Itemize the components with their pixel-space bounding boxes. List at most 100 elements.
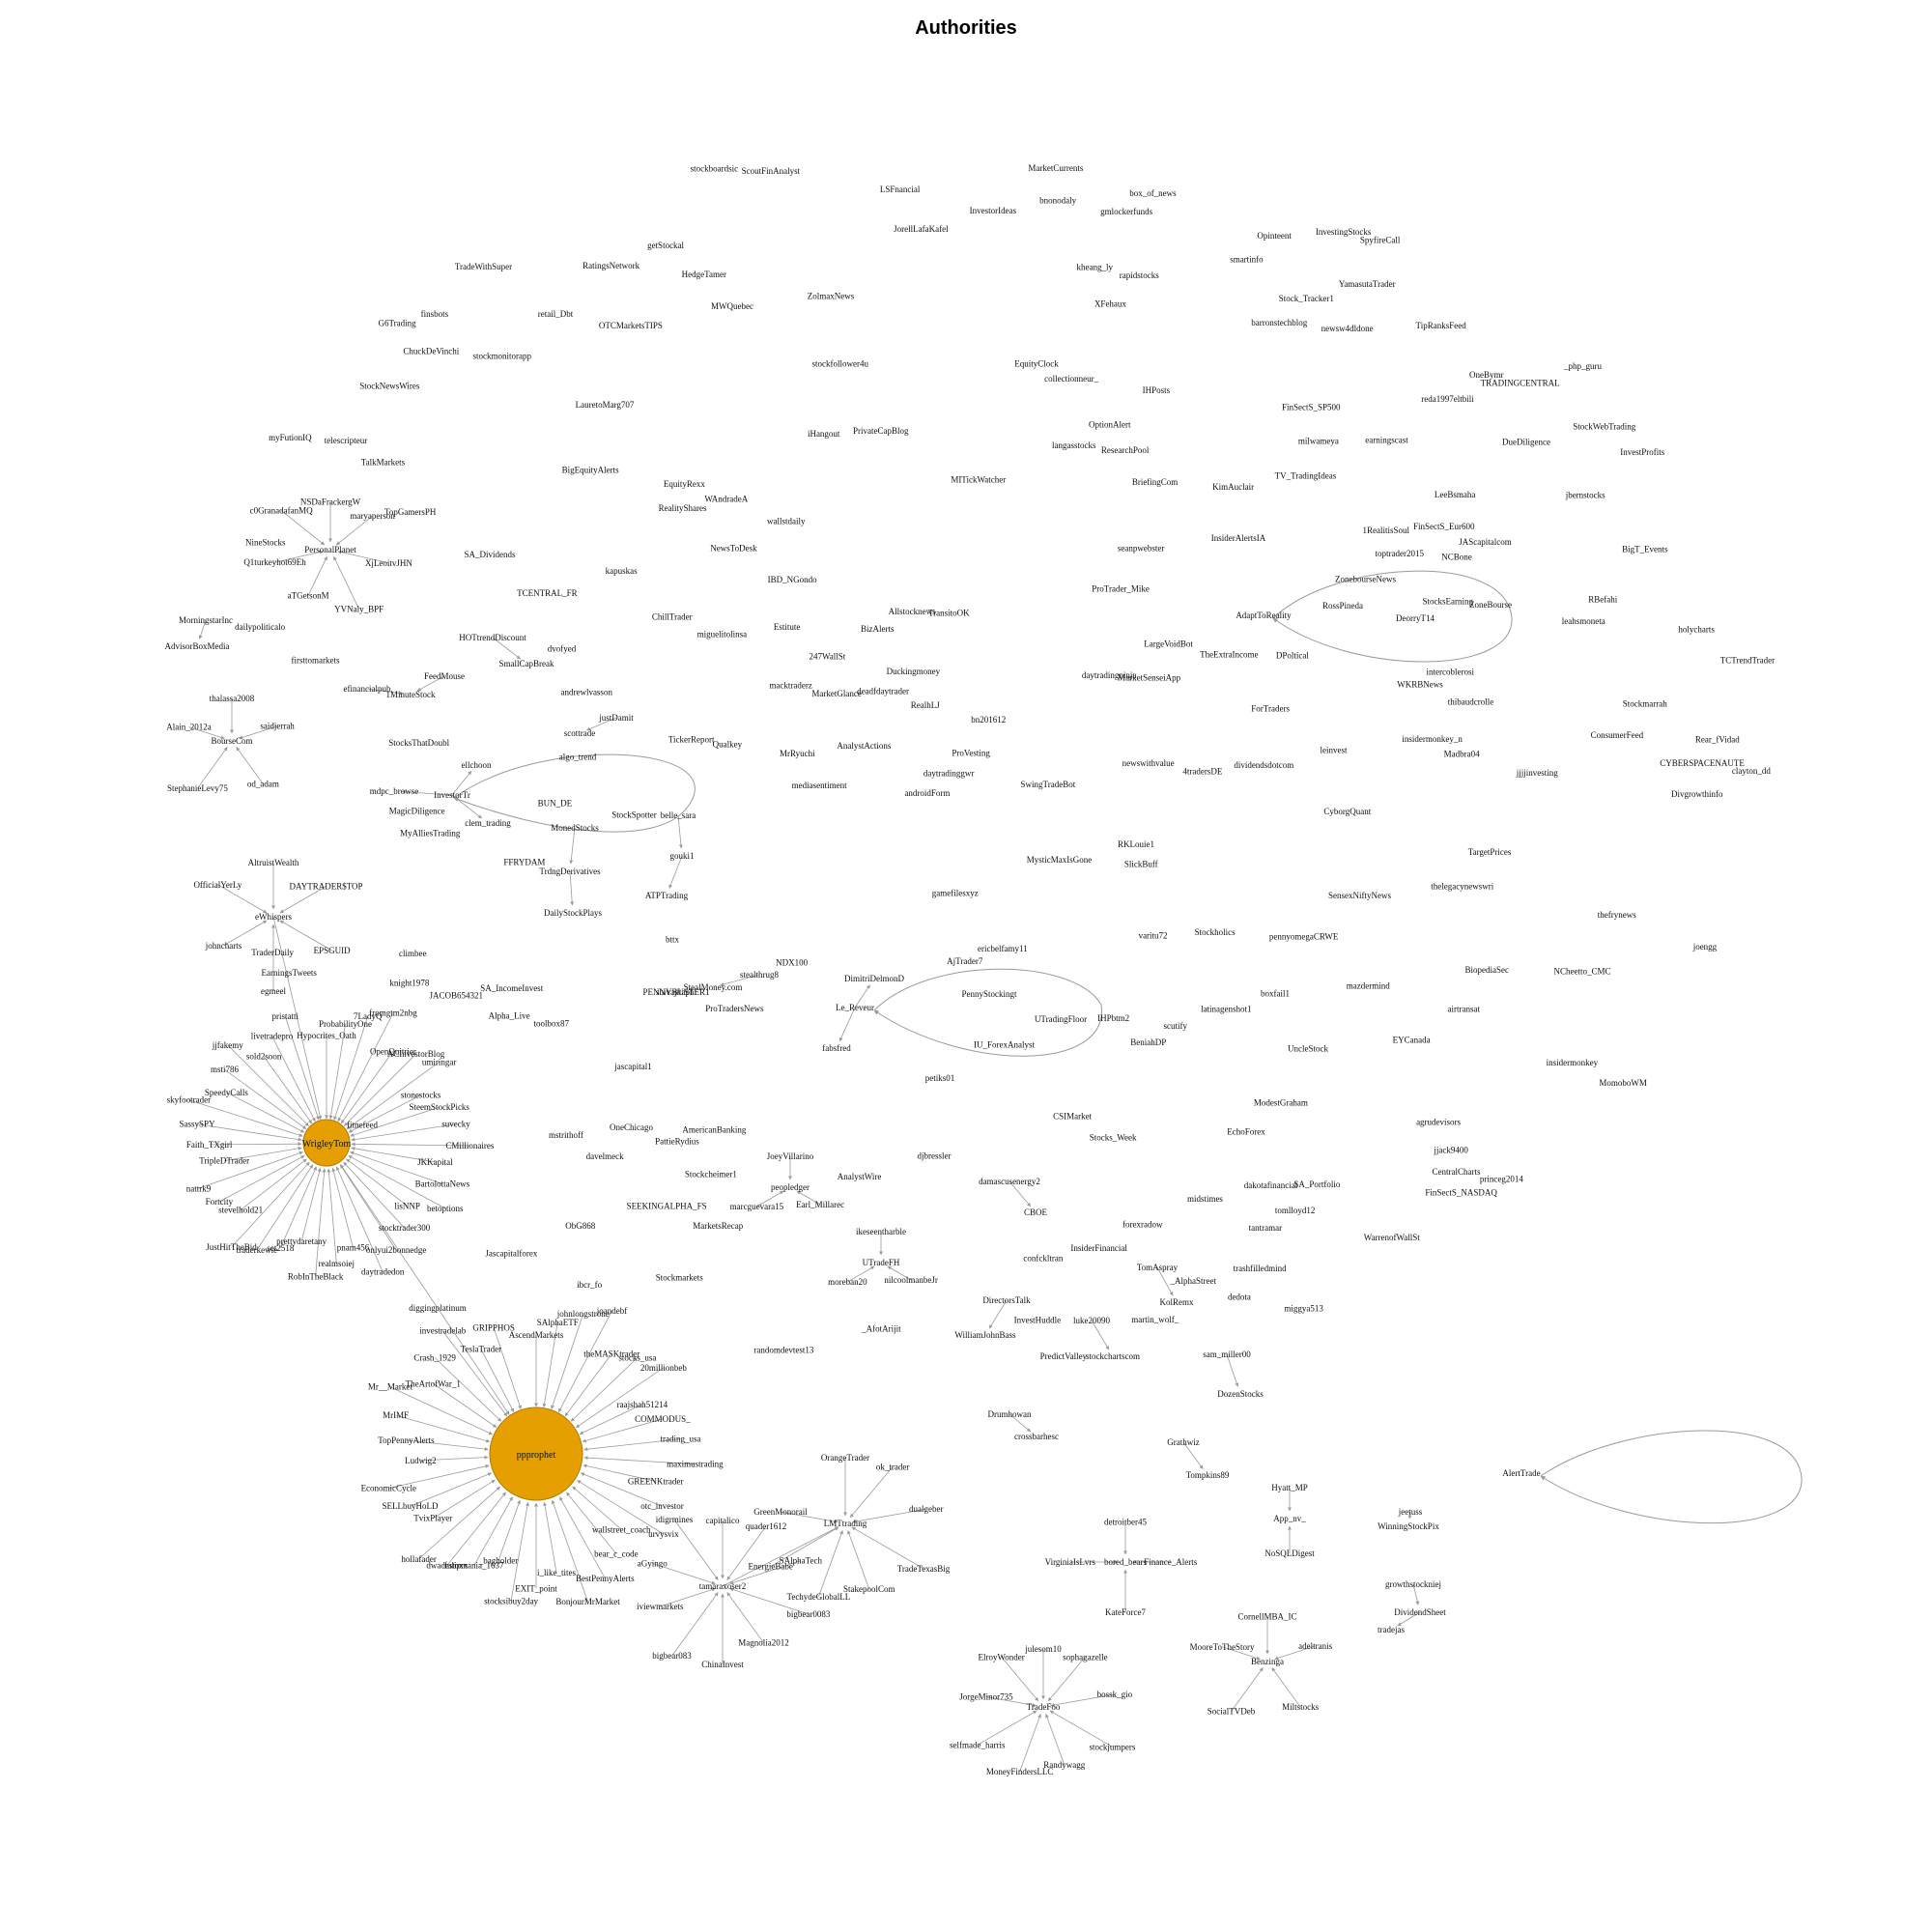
star-edge bbox=[582, 1418, 663, 1443]
node-label: PrivateCapBlog bbox=[853, 426, 909, 436]
node-label: MrRyuchi bbox=[780, 749, 815, 758]
star-edge bbox=[331, 1167, 354, 1248]
node-label: AdaptToReality bbox=[1236, 611, 1292, 620]
node-label: toptrader2015 bbox=[1375, 549, 1424, 558]
node-label: bear_c_code bbox=[594, 1549, 638, 1559]
node-label: traderkewie bbox=[237, 1245, 277, 1255]
star-edge bbox=[551, 1314, 584, 1409]
node-label: Earl_Millarec bbox=[796, 1200, 844, 1209]
node-label: MagicDiligence bbox=[389, 806, 445, 815]
node-label: SassySPY bbox=[179, 1120, 215, 1129]
star-edge bbox=[272, 916, 323, 1121]
node-label: UncleStock bbox=[1288, 1044, 1328, 1054]
node-label: SAlphaETF bbox=[537, 1318, 579, 1327]
node-label: jjfakemy bbox=[212, 1040, 243, 1050]
node-label: TradeWithSuper bbox=[455, 262, 512, 271]
node-label: ZonebourseNews bbox=[1335, 574, 1396, 583]
star-edge bbox=[389, 1386, 494, 1435]
node-label: _AfotArijit bbox=[861, 1323, 901, 1333]
node-label: ok_trader bbox=[876, 1462, 909, 1471]
node-label: ResearchPool bbox=[1101, 445, 1150, 455]
node-label: PENNYBUSTER1 bbox=[642, 987, 709, 997]
node-label: JAScapitalcom bbox=[1459, 537, 1512, 547]
node-label: UTradingFloor bbox=[1035, 1014, 1087, 1024]
node-label: BeniahDP bbox=[1130, 1037, 1166, 1047]
node-label: Faith_TXgirl bbox=[186, 1140, 233, 1150]
node-label: 1RealitisSoul bbox=[1363, 526, 1410, 535]
node-label: JorgeMinor735 bbox=[959, 1692, 1013, 1702]
node-label: ForTraders bbox=[1251, 703, 1290, 713]
star-edge bbox=[1231, 1667, 1264, 1712]
node-label: ScoutFinAnalyst bbox=[742, 166, 801, 176]
pair-edge bbox=[492, 637, 521, 660]
node-label: marcguevara15 bbox=[730, 1202, 784, 1211]
node-label: IHPbtm2 bbox=[1097, 1013, 1129, 1023]
node-label: tradejas bbox=[1378, 1625, 1405, 1634]
node-label: PersonalPlanet bbox=[304, 545, 356, 554]
node-label: TargetPrices bbox=[1468, 847, 1512, 857]
node-label: TransitoOK bbox=[928, 609, 970, 618]
node-label: SA_Portfolio bbox=[1293, 1179, 1341, 1189]
node-label: TopGamersPH bbox=[384, 507, 437, 517]
node-label: stockjumpers bbox=[1089, 1742, 1135, 1751]
star-edge bbox=[348, 1155, 445, 1209]
node-label: JACOB654321 bbox=[429, 991, 483, 1001]
node-label: reda1997eltbili bbox=[1421, 394, 1474, 404]
star-edge bbox=[224, 1146, 302, 1161]
node-label: maximustrading bbox=[667, 1460, 724, 1469]
node-label: RobInTheBlack bbox=[288, 1271, 344, 1281]
star-edge bbox=[198, 1151, 303, 1189]
star-edge bbox=[256, 1164, 314, 1251]
node-label: retail_Dbt bbox=[538, 309, 574, 319]
node-label: EPSGUID bbox=[314, 946, 352, 955]
node-label: AnalystWire bbox=[838, 1172, 882, 1181]
pair-edge bbox=[569, 870, 575, 906]
node-label: App_nv_ bbox=[1273, 1514, 1306, 1523]
node-label: bossk_gio bbox=[1097, 1690, 1133, 1699]
node-label: insidermonkey_n bbox=[1402, 734, 1463, 744]
node-label: MarketsRecap bbox=[693, 1221, 743, 1231]
star-edge bbox=[351, 1146, 436, 1163]
node-label: SteemStockPicks bbox=[409, 1102, 469, 1112]
star-edge bbox=[434, 1357, 502, 1422]
node-label: bigbear083 bbox=[652, 1651, 692, 1661]
node-label: jjjjinvesting bbox=[1516, 768, 1559, 778]
node-label: scutify bbox=[1164, 1021, 1188, 1031]
node-label: _php_guru bbox=[1563, 361, 1602, 371]
star-edge bbox=[985, 1696, 1037, 1707]
star-edge bbox=[343, 1161, 405, 1229]
node-label: toolbox87 bbox=[533, 1018, 569, 1028]
node-label: ProTrader_Mike bbox=[1092, 583, 1150, 593]
node-label: growthstockniej bbox=[1385, 1579, 1441, 1589]
node-label: pristatti bbox=[271, 1011, 298, 1021]
star-edge bbox=[240, 1158, 307, 1210]
node-label: FinSectS_SP500 bbox=[1282, 403, 1341, 412]
node-label: thefrynews bbox=[1598, 910, 1636, 920]
pair-edge bbox=[720, 974, 760, 986]
star-edge bbox=[818, 1530, 843, 1598]
node-label: ikeseentharble bbox=[856, 1227, 906, 1236]
node-label: ObG868 bbox=[565, 1221, 595, 1231]
node-label: AlertTrade bbox=[1502, 1468, 1540, 1478]
star-edge bbox=[346, 1158, 408, 1207]
star-edge bbox=[1045, 1714, 1065, 1766]
star-edge bbox=[543, 1501, 557, 1573]
node-label: andrewlvasson bbox=[560, 688, 612, 697]
star-edge bbox=[726, 1592, 764, 1643]
node-label: c0GranadafanMQ bbox=[250, 505, 313, 515]
node-label: MysticMaxIsGone bbox=[1027, 855, 1093, 865]
node-label: climbee bbox=[399, 949, 427, 958]
node-label: johncharts bbox=[205, 941, 242, 951]
node-label: confckltran bbox=[1023, 1254, 1063, 1264]
star-edge bbox=[339, 1164, 397, 1251]
node-label: dakotafinancial bbox=[1244, 1180, 1298, 1190]
node-label: umiringar bbox=[422, 1057, 457, 1066]
node-label: langasstocks bbox=[1052, 440, 1096, 450]
star-edge bbox=[796, 1190, 821, 1206]
node-label: tomlloyd12 bbox=[1275, 1206, 1316, 1215]
node-label: RealityShares bbox=[659, 503, 707, 513]
pair-edge bbox=[1182, 1441, 1204, 1469]
star-edge bbox=[344, 1053, 416, 1126]
node-label: _AlphaStreet bbox=[1169, 1276, 1216, 1286]
node-label: livetradepro bbox=[251, 1031, 294, 1040]
